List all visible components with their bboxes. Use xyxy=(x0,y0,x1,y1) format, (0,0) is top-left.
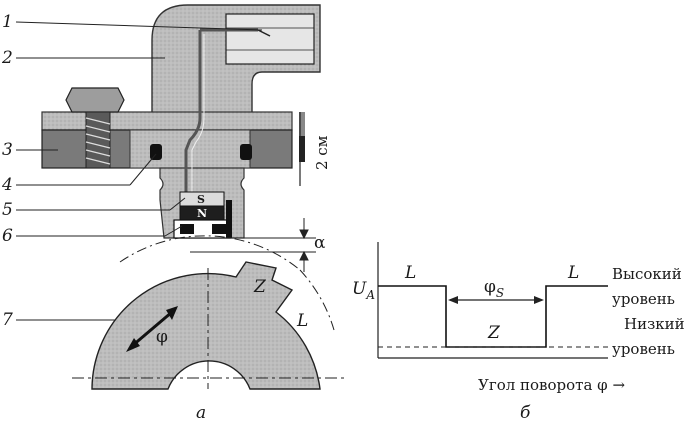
part-leaders xyxy=(15,21,263,321)
o-ring-left xyxy=(150,144,162,160)
part-label-6: 6 xyxy=(2,226,13,246)
air-gap-marker xyxy=(190,218,316,272)
wheel-tooth-label: Z xyxy=(253,277,267,297)
wheel-gap-label: L xyxy=(296,311,308,331)
low-level-label-1: Низкий xyxy=(624,315,685,333)
part-label-4: 4 xyxy=(1,175,13,195)
low-level-label-2: уровень xyxy=(612,340,675,358)
part-label-2: 2 xyxy=(1,48,13,68)
magnet-south-label: S xyxy=(197,193,205,206)
o-ring-right xyxy=(240,144,252,160)
part-labels: 1 2 3 4 5 6 7 xyxy=(1,12,13,330)
connector-socket xyxy=(225,13,315,65)
low-level-letter: Z xyxy=(487,323,501,343)
signal-graph xyxy=(377,242,608,359)
magnet-north-label: N xyxy=(197,207,207,220)
high-level-label-1: Высокий xyxy=(612,265,682,283)
part-label-5: 5 xyxy=(2,200,13,220)
mounting-flange xyxy=(41,111,293,131)
part-label-1: 1 xyxy=(2,12,13,32)
gap-symbol: α xyxy=(314,233,326,253)
phase-label: φS xyxy=(484,277,504,300)
caption-left: а xyxy=(196,403,206,422)
part-label-3: 3 xyxy=(2,140,13,160)
bolt-head xyxy=(65,87,125,113)
wheel-body xyxy=(91,261,321,390)
part-label-7: 7 xyxy=(2,310,13,330)
trigger-wheel xyxy=(72,235,344,390)
scale-bar: 2 см xyxy=(299,112,331,186)
high-level-letter-right: L xyxy=(567,263,579,283)
wheel-angle-label: φ xyxy=(156,327,168,347)
y-axis-label: UA xyxy=(352,279,375,302)
sensor-body: S N xyxy=(41,4,321,239)
scale-bar-label: 2 см xyxy=(313,135,331,170)
caption-right: б xyxy=(520,403,531,422)
x-axis-label: Угол поворота φ → xyxy=(478,376,625,394)
high-level-letter-left: L xyxy=(404,263,416,283)
sensor-neck xyxy=(129,129,251,169)
high-level-label-2: уровень xyxy=(612,290,675,308)
